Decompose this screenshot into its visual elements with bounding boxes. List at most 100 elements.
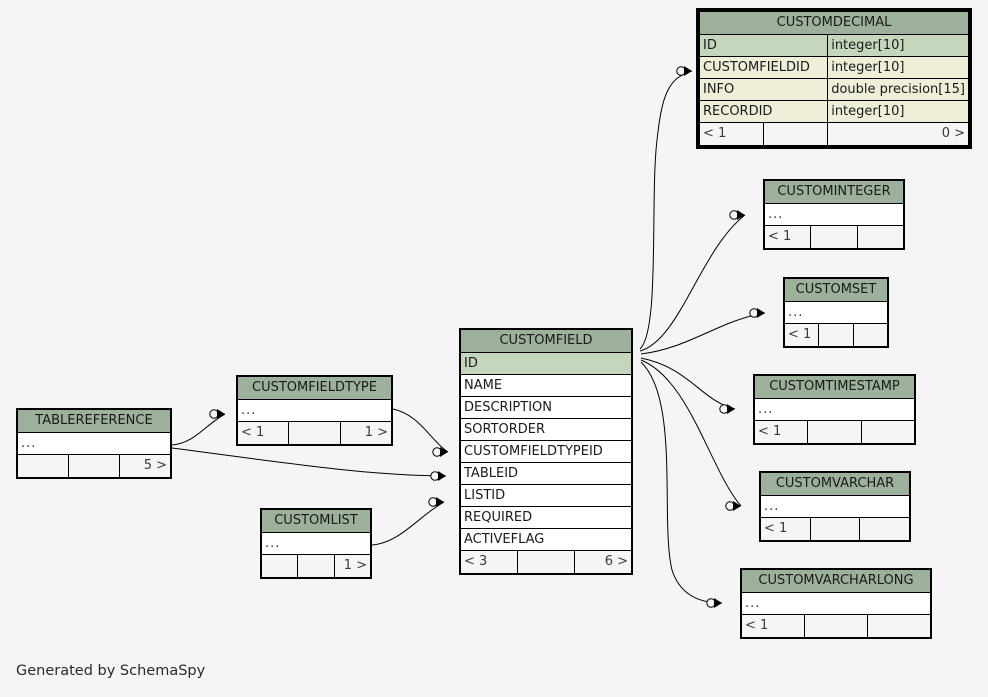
table-grid-customtimestamp: CUSTOMTIMESTAMP...< 1 xyxy=(753,375,916,444)
table-node-tablereference[interactable]: TABLEREFERENCE...5 > xyxy=(16,408,172,479)
table-title-customvarcharlong: CUSTOMVARCHARLONG xyxy=(741,569,931,593)
column-name: LISTID xyxy=(460,484,632,507)
column-name: ID xyxy=(698,34,829,57)
footer-left-count: < 1 xyxy=(753,420,809,444)
table-title-custominteger: CUSTOMINTEGER xyxy=(764,180,904,204)
table-footer-customdecimal: < 1 0 > xyxy=(698,122,969,146)
schemaspy-credit: Generated by SchemaSpy xyxy=(16,663,206,679)
table-grid-tablereference: TABLEREFERENCE...5 > xyxy=(17,409,171,478)
rel-customfield-customtimestamp xyxy=(640,357,736,410)
footer-mid-count xyxy=(517,550,575,574)
table-node-customtimestamp[interactable]: CUSTOMTIMESTAMP...< 1 xyxy=(753,374,916,445)
column-name: ... xyxy=(17,432,171,455)
footer-left-count: < 3 xyxy=(460,550,518,574)
table-footer-customvarcharlong: < 1 xyxy=(741,614,931,638)
footer-mid-count xyxy=(807,420,862,444)
table-footer-custominteger: < 1 xyxy=(763,225,905,249)
table-column-row: ... xyxy=(741,592,931,615)
column-type: integer[10] xyxy=(827,100,969,123)
column-name: ... xyxy=(754,398,915,421)
footer-right-count: 0 > xyxy=(827,122,969,146)
footer-right-count: 6 > xyxy=(574,550,632,574)
column-name: ACTIVEFLAG xyxy=(460,528,632,551)
footer-right-count: 5 > xyxy=(119,454,171,478)
rel-customfield-customtimestamp-zero-marker xyxy=(719,404,729,414)
footer-right-count xyxy=(856,225,905,249)
table-column-row: ... xyxy=(760,495,910,518)
column-name: ... xyxy=(237,399,392,422)
rel-customlist-customfield-zero-marker xyxy=(428,497,438,507)
table-header-custominteger: CUSTOMINTEGER xyxy=(764,180,904,204)
rel-customfield-custominteger xyxy=(639,214,746,352)
rel-customfield-customvarcharlong-zero-marker xyxy=(706,598,716,608)
column-name: CUSTOMFIELDID xyxy=(698,56,829,79)
table-grid-customvarcharlong: CUSTOMVARCHARLONG...< 1 xyxy=(741,569,931,638)
table-title-customfieldtype: CUSTOMFIELDTYPE xyxy=(237,376,392,400)
footer-right-count xyxy=(852,323,889,347)
rel-tablereference-customfieldtype-zero-marker xyxy=(209,409,219,419)
table-node-customset[interactable]: CUSTOMSET...< 1 xyxy=(783,277,889,348)
table-node-customlist[interactable]: CUSTOMLIST...1 > xyxy=(260,508,372,579)
rel-tablereference-customfield-zero-marker xyxy=(430,471,440,481)
footer-mid-count xyxy=(809,517,861,541)
rel-customfield-customdecimal-zero-marker xyxy=(676,66,686,76)
table-title-customfield: CUSTOMFIELD xyxy=(460,329,632,353)
column-name: TABLEID xyxy=(460,462,632,485)
footer-left-count: < 1 xyxy=(783,323,820,347)
footer-left-count: < 1 xyxy=(236,421,290,445)
table-node-custominteger[interactable]: CUSTOMINTEGER...< 1 xyxy=(763,179,905,250)
table-footer-customtimestamp: < 1 xyxy=(753,420,916,444)
table-column-row: SORTORDER xyxy=(460,418,632,441)
table-header-customfieldtype: CUSTOMFIELDTYPE xyxy=(237,376,392,400)
table-title-customtimestamp: CUSTOMTIMESTAMP xyxy=(754,375,915,399)
column-name: ... xyxy=(760,495,910,518)
table-grid-custominteger: CUSTOMINTEGER...< 1 xyxy=(763,180,905,249)
table-grid-customvarchar: CUSTOMVARCHAR...< 1 xyxy=(760,472,910,541)
table-column-row: ACTIVEFLAG xyxy=(460,528,632,551)
table-header-customdecimal: CUSTOMDECIMAL xyxy=(699,11,969,35)
table-title-customset: CUSTOMSET xyxy=(784,278,888,302)
column-type: integer[10] xyxy=(827,34,969,57)
footer-right-count xyxy=(860,420,916,444)
column-name: INFO xyxy=(698,78,829,101)
footer-right-count xyxy=(867,614,931,638)
column-name: CUSTOMFIELDTYPEID xyxy=(460,440,632,463)
rel-tablereference-customfieldtype xyxy=(171,413,226,446)
footer-mid-count xyxy=(810,225,858,249)
rel-tablereference-customfield xyxy=(171,447,447,477)
rel-tablereference-customfield-arrowhead xyxy=(438,471,446,481)
rel-customfield-customvarchar-zero-marker xyxy=(725,501,735,511)
rel-customfield-customset-arrowhead xyxy=(757,308,765,318)
table-node-customvarchar[interactable]: CUSTOMVARCHAR...< 1 xyxy=(759,471,911,542)
footer-left-count: < 1 xyxy=(698,122,765,146)
rel-customfield-customdecimal-arrowhead xyxy=(684,66,692,76)
rel-customfield-customvarcharlong xyxy=(640,361,723,604)
footer-right-count: 1 > xyxy=(333,554,372,578)
table-grid-customset: CUSTOMSET...< 1 xyxy=(783,278,889,347)
table-column-row: ... xyxy=(261,532,371,555)
rel-customlist-customfield xyxy=(371,501,445,546)
rel-customfield-customvarcharlong-arrowhead xyxy=(714,598,722,608)
footer-left-count: < 1 xyxy=(763,225,812,249)
footer-left-count xyxy=(260,554,299,578)
rel-customfieldtype-customfield-zero-marker xyxy=(432,447,442,457)
footer-mid-count xyxy=(288,421,341,445)
table-column-row: DESCRIPTION xyxy=(460,396,632,419)
column-name: DESCRIPTION xyxy=(460,396,632,419)
table-footer-tablereference: 5 > xyxy=(17,454,171,478)
rel-customfield-custominteger-zero-marker xyxy=(729,210,739,220)
table-column-row: LISTID xyxy=(460,484,632,507)
table-header-customtimestamp: CUSTOMTIMESTAMP xyxy=(754,375,915,399)
table-column-row: NAME xyxy=(460,374,632,397)
table-footer-customset: < 1 xyxy=(783,323,889,347)
table-footer-customlist: 1 > xyxy=(260,554,372,578)
table-node-customvarcharlong[interactable]: CUSTOMVARCHARLONG...< 1 xyxy=(740,568,932,639)
table-header-customset: CUSTOMSET xyxy=(784,278,888,302)
